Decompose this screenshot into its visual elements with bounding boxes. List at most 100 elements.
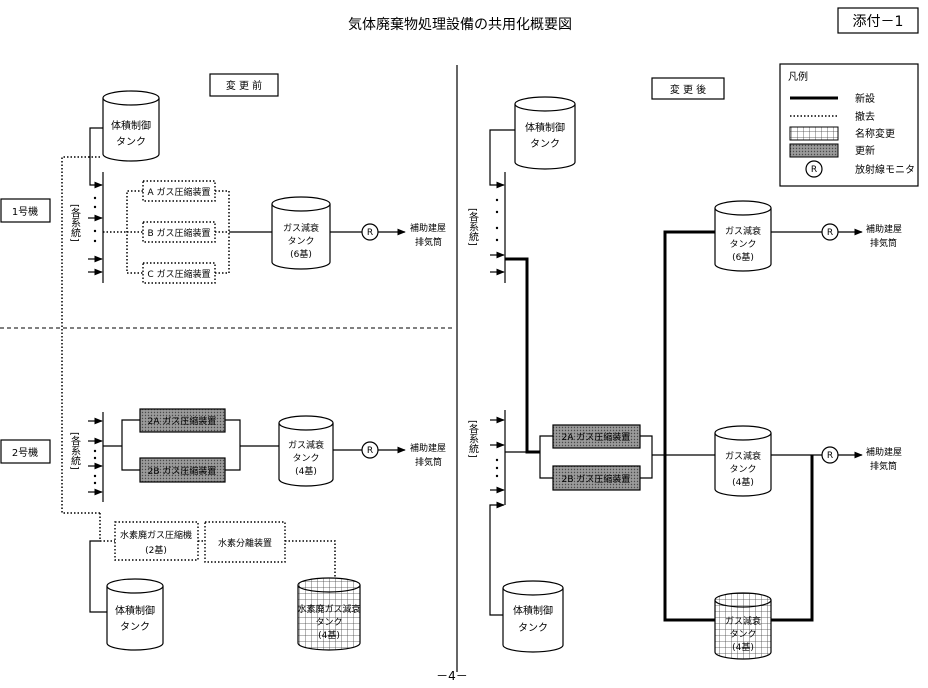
after-lower-stack-line2: 排気筒 <box>870 460 897 472</box>
after-lower-ellipsis-dots <box>495 458 499 478</box>
legend: 凡例 新設 撤去 名称変更 更新 R 放射線モニタ <box>779 63 919 187</box>
dot <box>93 229 97 233</box>
u2-hydrogen-dotted-feed <box>99 513 115 542</box>
legend-label-removed: 撤去 <box>855 110 875 123</box>
tank-label-line1: ガス減衰 <box>725 615 761 627</box>
dot <box>93 205 97 209</box>
tank-label-line1: ガス減衰 <box>725 450 761 462</box>
after-systems-upper-label: [各系統] <box>467 208 479 246</box>
dot <box>93 196 97 200</box>
u1-compressor-left-bracket <box>126 190 143 274</box>
u2-compressor-right-bracket <box>225 419 241 471</box>
legend-label-new: 新設 <box>855 92 875 105</box>
tank-top <box>714 425 772 441</box>
u2-monitor-symbol: R <box>367 446 373 456</box>
dot <box>495 198 499 202</box>
attachment-box <box>837 7 919 34</box>
tank-label-line1: 体積制御 <box>525 121 565 134</box>
tank-body <box>106 586 164 651</box>
tank-top <box>271 196 331 212</box>
after-vct-upper: 体積制御 タンク <box>514 96 576 170</box>
tank-body <box>271 204 331 270</box>
u1-compressor-a-box <box>142 180 216 202</box>
after-upper-stack-line2: 排気筒 <box>870 237 897 249</box>
dot <box>495 210 499 214</box>
tank-label-line3: (6基) <box>290 248 312 260</box>
after-lower-monitor-symbol: R <box>827 451 833 461</box>
hydrogen-compressor-label-line2: (2基) <box>145 544 167 556</box>
tank-label-line1: 体積制御 <box>115 604 155 617</box>
tank-body <box>714 600 772 660</box>
page-number: －4－ <box>436 669 468 683</box>
tank-label-line2: タンク <box>729 239 756 250</box>
after-decay-tank-4-renamed: ガス減衰 タンク (4基) <box>714 592 772 660</box>
tank-label-line1: ガス減衰 <box>725 225 761 237</box>
tank-body <box>714 433 772 497</box>
u1-ellipsis-dots <box>93 196 97 243</box>
tank-label-line1: 体積制御 <box>111 119 151 132</box>
after-vct-lower-line <box>489 501 505 616</box>
tank-body <box>278 423 334 487</box>
dot <box>93 474 97 478</box>
legend-shaded-box-icon <box>789 143 839 158</box>
tank-top <box>714 200 772 216</box>
legend-monitor-icon <box>805 160 823 178</box>
before-heading: 変 更 前 <box>226 79 262 92</box>
tank-label-line2: タンク <box>518 622 548 634</box>
u1-systems-label: [各系統] <box>69 204 81 242</box>
tank-body <box>714 208 772 272</box>
u2-vct-line <box>89 540 107 613</box>
after-compressor-2a-label: 2A ガス圧縮装置 <box>562 431 631 443</box>
u1-compressor-a-label: A ガス圧縮装置 <box>147 186 210 198</box>
tank-label-line2: タンク <box>287 236 314 247</box>
dot <box>495 466 499 470</box>
after-new-renamed-tank-outlet <box>771 455 814 622</box>
legend-label-renamed: 名称変更 <box>855 127 895 140</box>
tank-label-line1: ガス減衰 <box>288 439 324 451</box>
after-compressor-2b-label: 2B ガス圧縮装置 <box>562 473 631 485</box>
u1-compressor-b-box <box>142 221 216 243</box>
tank-top <box>714 592 772 608</box>
unit2-label-box <box>0 439 51 464</box>
after-compressor-right-bracket <box>640 435 653 479</box>
after-new-distribution-header <box>663 230 715 622</box>
tank-label-line3: (4基) <box>732 641 754 653</box>
u2-stack-label-line2: 排気筒 <box>415 456 442 468</box>
before-unit1-vct: 体積制御 タンク <box>102 90 160 162</box>
after-heading-box <box>651 77 725 100</box>
after-decay-tank-4: ガス減衰 タンク (4基) <box>714 425 772 497</box>
tank-label-line2: タンク <box>292 453 319 464</box>
u1-stack-label-line1: 補助建屋 <box>410 222 446 234</box>
legend-label-monitor: 放射線モニタ <box>855 163 915 176</box>
legend-label-updated: 更新 <box>855 144 875 157</box>
u1-vct-to-header <box>89 127 103 189</box>
tank-top <box>106 578 164 594</box>
dot <box>93 449 97 453</box>
dot <box>93 239 97 243</box>
after-decay-tank-6: ガス減衰 タンク (6基) <box>714 200 772 272</box>
tank-top <box>514 96 576 112</box>
u2-compressor-2a-label: 2A ガス圧縮装置 <box>148 415 217 427</box>
u2-compressor-2a-box <box>139 408 226 433</box>
tank-label-line3: (4基) <box>732 476 754 488</box>
after-heading: 変 更 後 <box>670 83 706 96</box>
u1-compressor-b-label: B ガス圧縮装置 <box>147 227 210 239</box>
tank-body <box>502 588 564 653</box>
after-systems-lower-label: [各系統] <box>467 420 479 458</box>
tank-top <box>102 90 160 106</box>
dot <box>495 474 499 478</box>
u2-stack-label-line1: 補助建屋 <box>410 442 446 454</box>
u1-monitor-symbol: R <box>367 228 373 238</box>
u2-ellipsis-dots <box>93 449 97 485</box>
legend-title: 凡例 <box>788 70 808 83</box>
after-vct-to-header <box>489 129 515 189</box>
tank-top <box>297 577 361 593</box>
dot <box>495 226 499 230</box>
u1-compressor-c-label: C ガス圧縮装置 <box>147 268 210 280</box>
tank-label-line1: 体積制御 <box>513 604 553 617</box>
tank-label-line3: (6基) <box>732 251 754 263</box>
dot <box>495 458 499 462</box>
legend-grid-box-icon <box>789 126 839 141</box>
u1-removed-dotted-route <box>61 156 100 514</box>
